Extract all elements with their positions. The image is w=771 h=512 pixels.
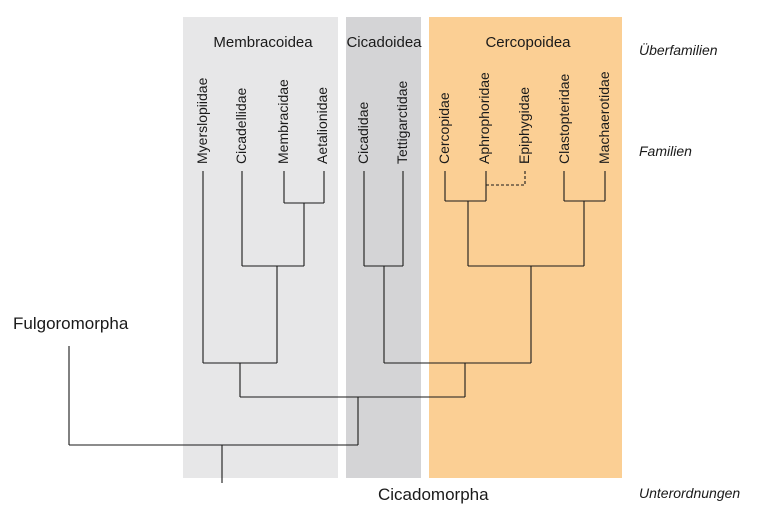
superfamily-label-membracoidea: Membracoidea: [213, 34, 313, 51]
row-label-familien: Familien: [639, 143, 692, 159]
superfamily-label-cicadoidea: Cicadoidea: [346, 34, 422, 51]
cercopoidea-panel: [429, 17, 622, 478]
suborder-label-cicadomorpha: Cicadomorpha: [378, 485, 489, 504]
row-label-unterordnungen: Unterordnungen: [639, 485, 741, 501]
superfamily-label-cercopoidea: Cercopoidea: [485, 34, 571, 51]
row-label-ueberfamilien: Überfamilien: [639, 42, 718, 58]
membracoidea-panel: [183, 17, 338, 478]
outgroup-label-fulgoromorpha: Fulgoromorpha: [13, 314, 129, 333]
